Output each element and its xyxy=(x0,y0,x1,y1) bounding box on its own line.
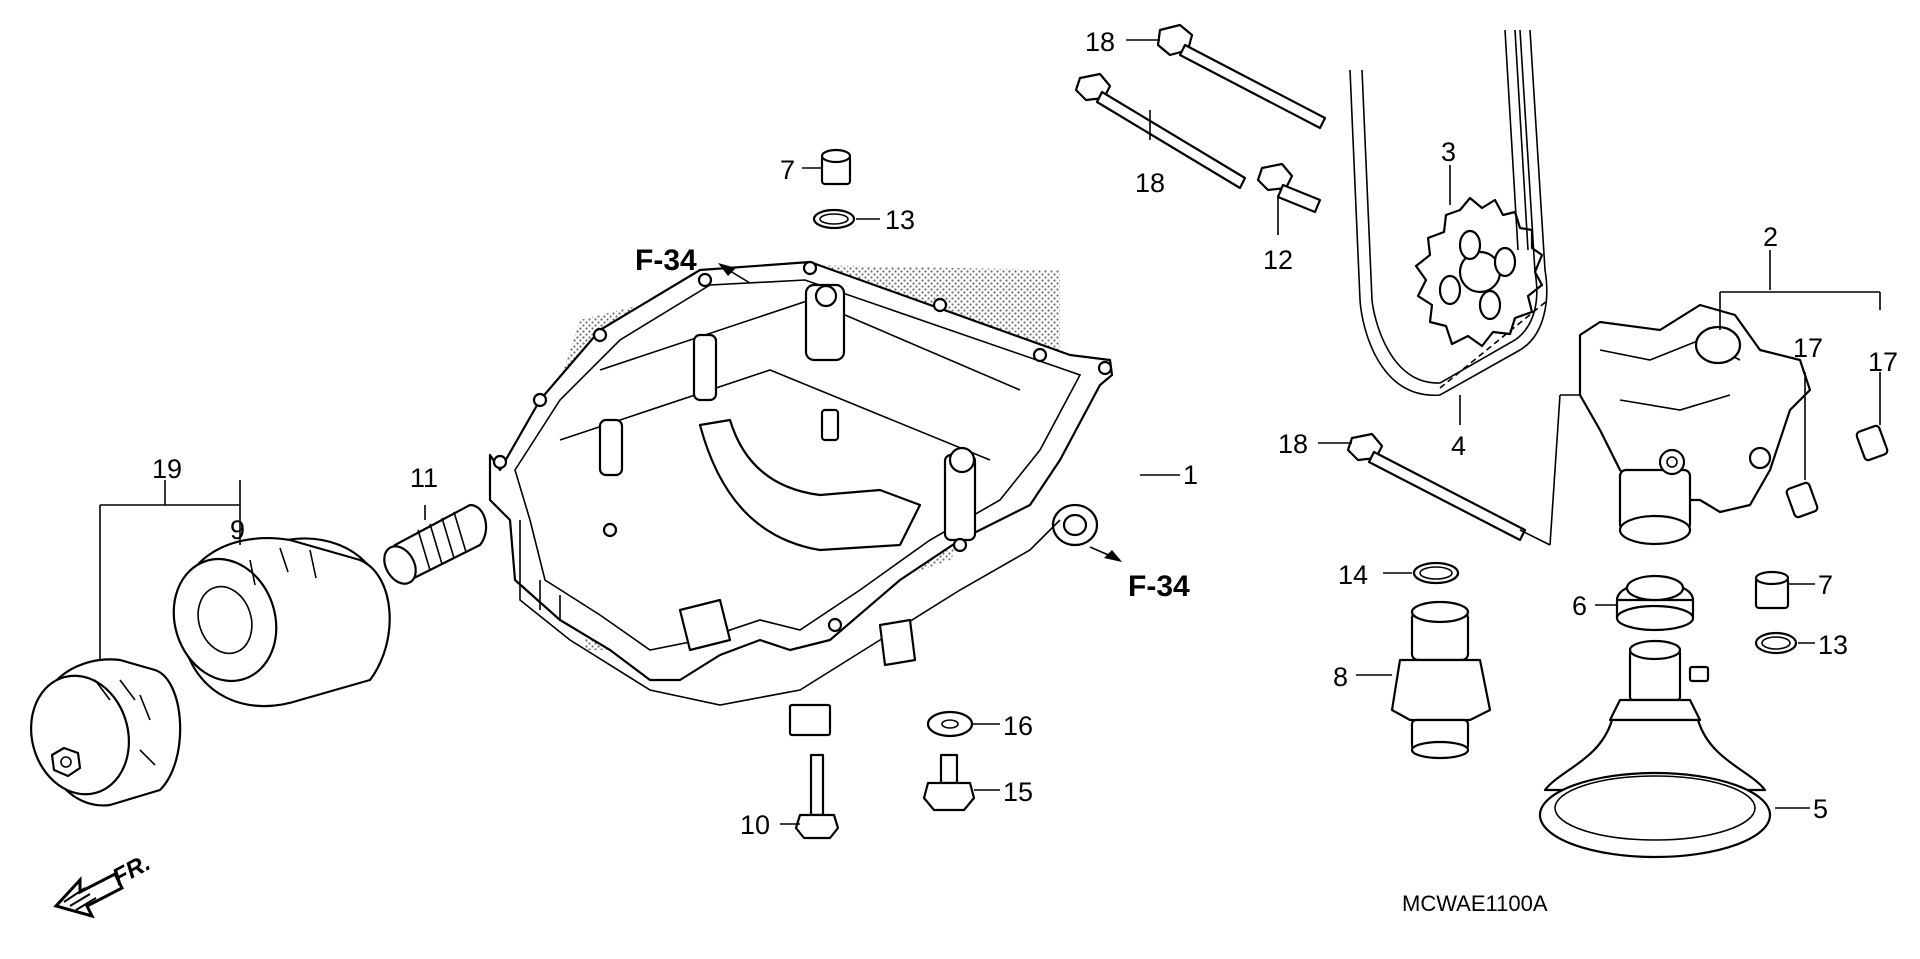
pipe-joint-part xyxy=(1390,600,1492,760)
callout-10: 10 xyxy=(740,810,770,840)
seal-part xyxy=(1615,574,1695,632)
callout-8: 8 xyxy=(1333,662,1348,692)
diagram-code: MCWAE1100A xyxy=(1402,891,1548,916)
callout-1: 1 xyxy=(1183,460,1198,490)
callout-7-top: 7 xyxy=(780,155,795,185)
callout-14: 14 xyxy=(1338,560,1368,590)
oil-pump-part xyxy=(1578,303,1812,546)
callout-17-a: 17 xyxy=(1793,333,1823,363)
front-direction-icon xyxy=(53,871,125,919)
callout-16: 16 xyxy=(1003,711,1033,741)
oil-filter-part xyxy=(30,537,391,807)
callout-3: 3 xyxy=(1441,137,1456,167)
long-bolt-part-top xyxy=(1156,23,1327,130)
leader-lines xyxy=(99,39,1881,825)
long-bolt-part-bottom xyxy=(1346,432,1527,542)
callout-4: 4 xyxy=(1451,431,1466,461)
callout-18-middle: 18 xyxy=(1135,168,1165,198)
section-reference-top: F-34 xyxy=(635,244,697,277)
callout-18-top: 18 xyxy=(1085,27,1115,57)
callout-5: 5 xyxy=(1813,794,1828,824)
oil-pipe-part xyxy=(383,503,488,585)
ref-arrow-right xyxy=(1104,550,1122,562)
o-ring-part xyxy=(812,208,856,230)
callout-6: 6 xyxy=(1572,591,1587,621)
ref-arrow-top xyxy=(718,263,736,276)
dowel-pin-part-17a xyxy=(1785,481,1819,519)
dowel-pin-part-right xyxy=(1754,570,1790,610)
dowel-pin-part-17b xyxy=(1855,424,1889,462)
oil-pan-part xyxy=(488,260,1114,737)
callout-13-top: 13 xyxy=(885,205,915,235)
callout-13-right: 13 xyxy=(1818,630,1848,660)
callout-18-bottom: 18 xyxy=(1278,429,1308,459)
section-reference-right: F-34 xyxy=(1128,570,1190,603)
callout-11: 11 xyxy=(410,463,438,493)
callout-2: 2 xyxy=(1763,222,1778,252)
oil-strainer-part xyxy=(1538,639,1772,859)
long-bolt-part-middle xyxy=(1074,72,1247,190)
sprocket-part xyxy=(1414,196,1544,348)
callout-7-right: 7 xyxy=(1818,570,1833,600)
drain-bolt-part xyxy=(794,753,840,840)
flange-bolt-part xyxy=(922,753,976,812)
chain-part xyxy=(1349,29,1549,396)
callout-15: 15 xyxy=(1003,777,1033,807)
callout-12: 12 xyxy=(1263,245,1293,275)
callout-19: 19 xyxy=(152,454,182,484)
callout-9: 9 xyxy=(230,515,245,545)
dowel-pin-part xyxy=(820,148,852,186)
short-bolt-part xyxy=(1256,162,1322,214)
callout-17-b: 17 xyxy=(1868,347,1898,377)
sealing-washer-part xyxy=(926,710,974,738)
